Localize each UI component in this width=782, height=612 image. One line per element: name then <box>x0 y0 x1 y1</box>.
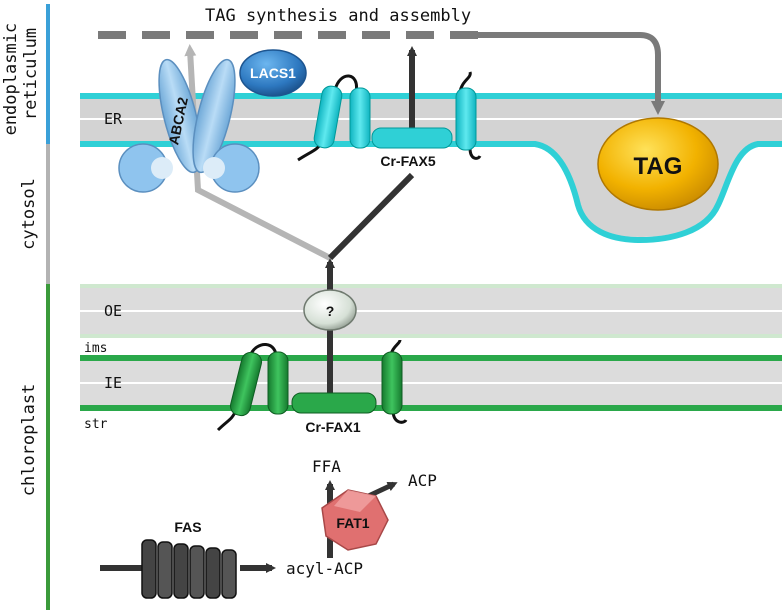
cr-fax5-label: Cr-FAX5 <box>380 153 435 169</box>
fas-label: FAS <box>174 519 201 535</box>
cr-fax1-amphipathic-helix <box>291 392 377 414</box>
fat1-facet <box>334 490 376 512</box>
str-label: str <box>84 417 108 432</box>
lacs1-label: LACS1 <box>250 65 296 81</box>
tag-to-lipid-droplet-arrow <box>478 32 665 115</box>
cr-fax1-loops <box>216 339 408 432</box>
fas-ring-1 <box>141 539 157 599</box>
abca2-nbd-left-core <box>151 157 173 179</box>
cr-fax1-helix-2 <box>267 351 289 415</box>
fas-ring-3 <box>173 543 189 599</box>
cr-fax5-amphipathic-helix <box>371 127 453 149</box>
tag-label: TAG <box>634 153 683 180</box>
cr-fax1-helix-3 <box>381 351 403 415</box>
lacs1-enzyme <box>239 49 307 97</box>
cytosol-compartment-stripe <box>46 144 50 284</box>
er-membrane-label: ER <box>104 110 123 128</box>
tag-synthesis-title: TAG synthesis and assembly <box>205 6 471 26</box>
fas-ring-5 <box>205 547 221 599</box>
acp-label: ACP <box>408 471 437 490</box>
abca2-right-lobe <box>192 58 236 174</box>
cr-fax1-protein: Cr-FAX1 <box>216 339 408 435</box>
fat1-enzyme: FAT1 <box>321 489 389 551</box>
chloroplast-compartment-label: chloroplast <box>19 384 39 497</box>
er-membrane-inner-edge <box>80 141 782 244</box>
cytosol-compartment-label: cytosol <box>19 178 39 250</box>
fax5-pathway-arrow <box>327 172 415 261</box>
oe-membrane-label: OE <box>104 302 122 320</box>
unknown-transporter-label: ? <box>326 303 335 319</box>
cr-fax5-protein: Cr-FAX5 <box>297 71 482 169</box>
cr-fax5-helix-1 <box>313 85 343 149</box>
fas-complex <box>141 539 237 599</box>
fas-ring-2 <box>157 541 173 599</box>
cr-fax5-helix-2 <box>349 87 371 149</box>
er-membrane-lumen <box>80 96 782 237</box>
unknown-transporter <box>303 289 357 331</box>
ffa-label: FFA <box>312 457 341 476</box>
ie-membrane-label: IE <box>104 374 122 392</box>
cr-fax5-helix-3 <box>455 87 477 151</box>
tag-lipid-droplet <box>597 117 719 211</box>
fas-ring-4 <box>189 545 205 599</box>
abca2-pathway-arrow <box>184 44 332 261</box>
cr-fax1-label: Cr-FAX1 <box>305 419 360 435</box>
er-compartment-label: endoplasmic reticulum <box>1 13 41 136</box>
cr-fax5-loops <box>297 71 482 162</box>
acyl-acp-label: acyl-ACP <box>286 559 363 578</box>
chloroplast-compartment-stripe <box>46 284 50 610</box>
ims-label: ims <box>84 341 107 356</box>
abca2-nbd-right-core <box>203 157 225 179</box>
abca2-transporter: ABCA2 <box>118 58 260 193</box>
abca2-left-lobe <box>158 58 202 174</box>
er-label-line-1: endoplasmic <box>1 23 21 136</box>
er-compartment-stripe <box>46 4 50 144</box>
fas-ring-6 <box>221 549 237 599</box>
cr-fax1-helix-1 <box>229 351 263 417</box>
er-label-line-2: reticulum <box>21 28 41 120</box>
fat1-label: FAT1 <box>336 515 369 531</box>
